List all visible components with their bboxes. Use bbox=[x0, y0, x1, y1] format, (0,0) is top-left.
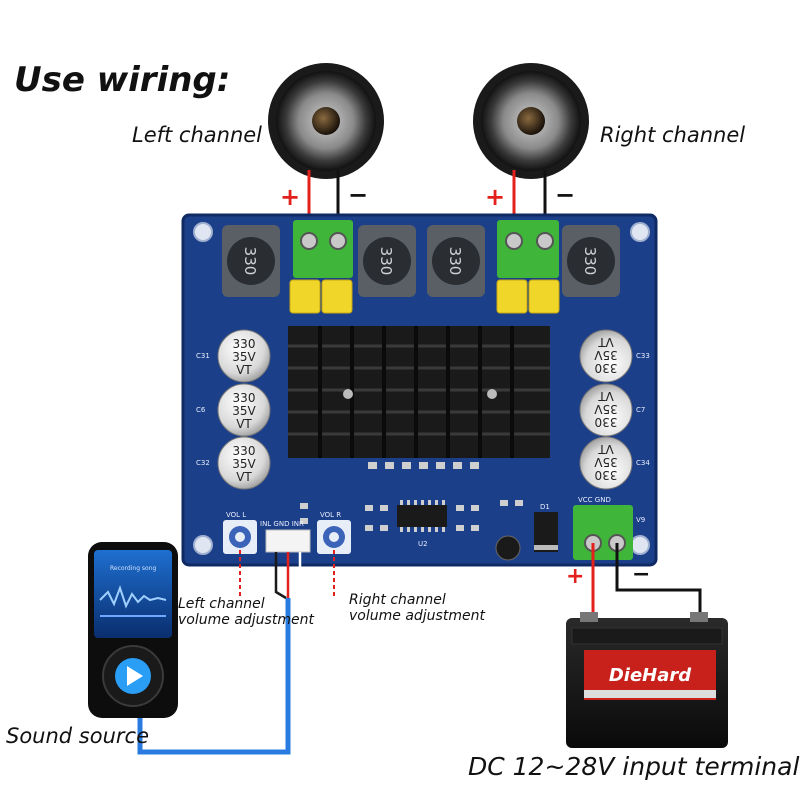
amplifier-board: 330 330 330 330 bbox=[181, 213, 658, 567]
svg-text:330: 330 bbox=[581, 247, 599, 276]
player-screen-text: Recording song bbox=[110, 565, 157, 572]
cap-id: C31 bbox=[196, 352, 210, 360]
svg-text:VT: VT bbox=[236, 417, 252, 431]
electrolytic-capacitor: 330 35V VT bbox=[579, 436, 633, 490]
small-capacitor bbox=[495, 535, 521, 561]
svg-text:330: 330 bbox=[446, 247, 464, 276]
dc-input-label: DC 12~28V input terminal bbox=[468, 752, 800, 781]
volume-pot-right[interactable]: VOL R bbox=[317, 511, 351, 554]
battery-minus: − bbox=[632, 562, 650, 587]
right-speaker-plus: + bbox=[485, 183, 505, 211]
music-player: Recording song bbox=[88, 542, 178, 718]
svg-text:330: 330 bbox=[595, 361, 618, 375]
svg-text:35V: 35V bbox=[593, 455, 617, 469]
inductor: 330 bbox=[562, 225, 620, 297]
film-capacitors bbox=[289, 279, 560, 314]
svg-text:VT: VT bbox=[236, 363, 252, 377]
svg-text:35V: 35V bbox=[232, 404, 256, 418]
battery: DieHard bbox=[566, 612, 728, 748]
svg-text:VOL L: VOL L bbox=[226, 511, 246, 519]
right-speaker-terminal bbox=[497, 220, 559, 278]
svg-text:VCC GND: VCC GND bbox=[578, 496, 611, 504]
right-speaker-minus: − bbox=[555, 181, 575, 209]
svg-text:V9: V9 bbox=[636, 516, 645, 524]
inductors: 330 330 330 330 bbox=[222, 225, 620, 297]
cap-id: C32 bbox=[196, 459, 210, 467]
svg-text:330: 330 bbox=[233, 337, 256, 351]
svg-text:VT: VT bbox=[598, 442, 614, 456]
electrolytic-capacitor: 330 35V VT bbox=[579, 329, 633, 383]
svg-text:D1: D1 bbox=[540, 503, 550, 511]
svg-text:330: 330 bbox=[233, 444, 256, 458]
electrolytic-capacitor: 330 35V VT bbox=[217, 383, 271, 437]
cap-id: C34 bbox=[636, 459, 650, 467]
svg-text:U2: U2 bbox=[418, 540, 428, 548]
diagram-title: Use wiring: bbox=[14, 60, 231, 100]
heatsink bbox=[288, 326, 550, 458]
chip: U2 bbox=[397, 500, 447, 548]
svg-text:VT: VT bbox=[598, 335, 614, 349]
svg-text:330: 330 bbox=[241, 247, 259, 276]
svg-text:INL GND INR: INL GND INR bbox=[260, 520, 304, 528]
electrolytic-capacitor: 330 35V VT bbox=[217, 436, 271, 490]
svg-text:35V: 35V bbox=[232, 457, 256, 471]
svg-text:35V: 35V bbox=[593, 348, 617, 362]
right-speaker bbox=[473, 63, 589, 179]
svg-text:35V: 35V bbox=[593, 402, 617, 416]
svg-text:330: 330 bbox=[377, 247, 395, 276]
svg-text:35V: 35V bbox=[232, 350, 256, 364]
cap-id: C33 bbox=[636, 352, 650, 360]
right-volume-label: Right channel volume adjustment bbox=[349, 592, 485, 624]
battery-plus: + bbox=[566, 564, 584, 589]
left-speaker-terminal bbox=[293, 220, 353, 278]
inductor: 330 bbox=[427, 225, 485, 297]
battery-brand: DieHard bbox=[609, 665, 692, 686]
svg-text:VT: VT bbox=[598, 389, 614, 403]
audio-cable bbox=[137, 598, 291, 755]
input-wires bbox=[274, 552, 302, 600]
left-speaker-minus: − bbox=[348, 181, 368, 209]
svg-text:330: 330 bbox=[595, 415, 618, 429]
electrolytic-capacitor: 330 35V VT bbox=[579, 383, 633, 437]
svg-text:VT: VT bbox=[236, 470, 252, 484]
volume-pot-left[interactable]: VOL L bbox=[223, 511, 257, 554]
svg-text:330: 330 bbox=[595, 468, 618, 482]
left-channel-label: Left channel bbox=[132, 123, 263, 147]
electrolytic-capacitor: 330 35V VT bbox=[217, 329, 271, 383]
smd-components bbox=[300, 462, 523, 531]
svg-text:330: 330 bbox=[233, 391, 256, 405]
left-volume-label: Left channel volume adjustment bbox=[178, 596, 314, 628]
diode: D1 bbox=[534, 503, 558, 552]
svg-text:VOL R: VOL R bbox=[320, 511, 341, 519]
left-speaker bbox=[268, 63, 384, 179]
inductor: 330 bbox=[358, 225, 416, 297]
capacitors-left: 330 35V VT 330 35V VT 330 35V VT C31 C6 … bbox=[196, 329, 271, 490]
right-channel-label: Right channel bbox=[600, 123, 746, 147]
inductor: 330 bbox=[222, 225, 280, 297]
left-speaker-plus: + bbox=[280, 183, 300, 211]
cap-id: C7 bbox=[636, 406, 645, 414]
cap-id: C6 bbox=[196, 406, 206, 414]
audio-input-connector: INL GND INR bbox=[260, 520, 311, 553]
sound-source-label: Sound source bbox=[6, 724, 150, 748]
capacitors-right: 330 35V VT 330 35V VT 330 35V VT C33 C7 … bbox=[579, 329, 650, 490]
